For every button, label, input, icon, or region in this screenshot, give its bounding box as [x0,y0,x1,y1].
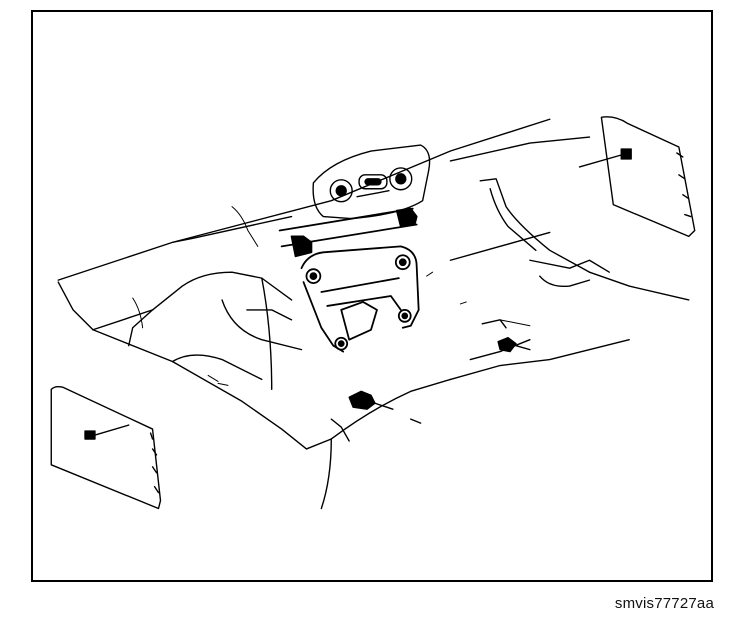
right-trim-panel [578,116,696,238]
left-trim-panel [50,386,162,510]
floor-carpet-outline [92,271,630,510]
dashboard-outline [57,118,591,331]
figure-reference-code: smvis77727aa [614,595,714,612]
floor-fasteners [330,319,531,442]
diagram-frame [31,10,713,582]
vehicle-floor-illustration [50,116,696,510]
right-floor-channel [449,178,690,301]
detail-marks [132,206,531,386]
climate-control-panel [312,144,431,220]
center-support-bracket [278,207,420,353]
